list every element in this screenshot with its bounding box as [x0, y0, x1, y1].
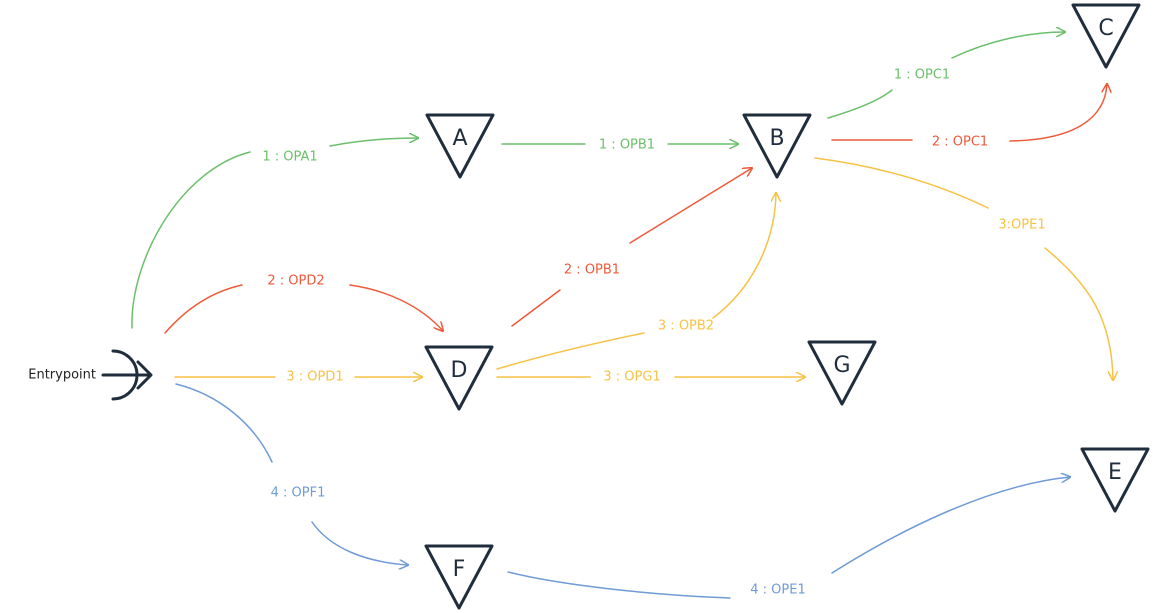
- node-a[interactable]: A: [425, 113, 495, 179]
- edge-f-e-line: [507, 477, 1070, 599]
- entrypoint-label: Entrypoint: [28, 368, 96, 383]
- edge-entry-a-line: [131, 138, 418, 329]
- edge-label-d-g: 3 : OPG1: [603, 370, 660, 385]
- edge-b-e-line: [814, 157, 1113, 380]
- node-f-triangle: [424, 544, 494, 610]
- edge-entry-d-2: 2 : OPD2: [164, 274, 443, 334]
- edge-d-b-3-line: [496, 193, 776, 370]
- edge-label-f-e: 4 : OPE1: [750, 583, 805, 598]
- node-d[interactable]: D: [424, 345, 494, 411]
- edge-entry-d-3: 3 : OPD1: [174, 370, 422, 385]
- edge-b-e: 3:OPE1: [814, 157, 1113, 380]
- node-e[interactable]: E: [1080, 447, 1150, 513]
- edge-entry-a: 1 : OPA1: [131, 138, 418, 329]
- node-f[interactable]: F: [424, 544, 494, 610]
- edge-a-b: 1 : OPB1: [501, 138, 738, 153]
- node-c-triangle: [1071, 3, 1141, 69]
- node-e-triangle: [1080, 447, 1150, 513]
- edge-label-b-e: 3:OPE1: [998, 218, 1045, 233]
- node-d-triangle: [424, 345, 494, 411]
- edge-label-entry-d-2: 2 : OPD2: [267, 274, 324, 289]
- edge-d-g: 3 : OPG1: [496, 370, 805, 385]
- edge-entry-f-line: [175, 383, 408, 565]
- node-g-label: G: [833, 353, 850, 378]
- edge-d-b-2: 2 : OPB1: [511, 168, 752, 327]
- edge-label-d-b-3: 3 : OPB2: [658, 319, 714, 334]
- edge-b-c-1-line: [827, 32, 1065, 119]
- edge-label-a-b: 1 : OPB1: [599, 138, 655, 153]
- node-b-triangle: [742, 113, 812, 179]
- node-c[interactable]: C: [1071, 3, 1141, 69]
- edge-label-entry-d-3: 3 : OPD1: [286, 370, 343, 385]
- node-b-label: B: [769, 126, 784, 151]
- node-c-label: C: [1098, 16, 1113, 41]
- node-g[interactable]: G: [807, 340, 877, 406]
- entrypoint[interactable]: Entrypoint: [28, 349, 153, 401]
- edge-b-c-2: 2 : OPC1: [831, 84, 1107, 150]
- node-b[interactable]: B: [742, 113, 812, 179]
- edge-label-b-c-2: 2 : OPC1: [932, 135, 988, 150]
- node-f-label: F: [453, 557, 466, 582]
- edge-label-d-b-2: 2 : OPB1: [564, 263, 620, 278]
- node-g-triangle: [807, 340, 877, 406]
- node-a-label: A: [452, 126, 467, 151]
- edge-d-b-2-line: [511, 168, 752, 327]
- node-a-triangle: [425, 113, 495, 179]
- edge-entry-d-2-line: [164, 284, 443, 333]
- node-d-label: D: [451, 358, 468, 383]
- node-e-label: E: [1108, 460, 1122, 485]
- entry-arrow-icon: [101, 349, 153, 401]
- edge-d-b-3: 3 : OPB2: [496, 193, 776, 370]
- edge-label-entry-a: 1 : OPA1: [262, 150, 317, 165]
- edge-label-b-c-1: 1 : OPC1: [894, 68, 950, 83]
- edge-entry-f: 4 : OPF1: [175, 383, 408, 565]
- edge-label-entry-f: 4 : OPF1: [271, 486, 326, 501]
- edge-f-e: 4 : OPE1: [507, 477, 1070, 599]
- edge-b-c-1: 1 : OPC1: [827, 32, 1065, 119]
- edge-b-c-2-line: [831, 84, 1107, 142]
